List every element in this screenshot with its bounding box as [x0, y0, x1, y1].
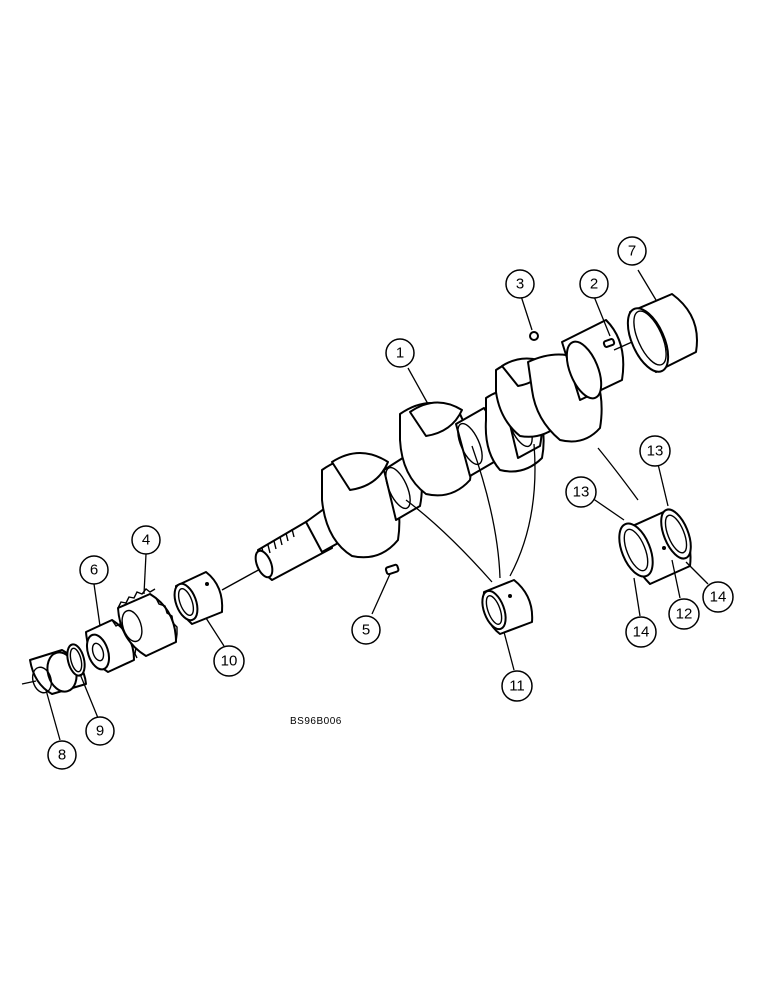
callout-11: 11 — [501, 670, 533, 702]
svg-text:12: 12 — [676, 606, 693, 623]
svg-text:7: 7 — [628, 243, 636, 260]
part-front-key — [384, 563, 400, 576]
svg-text:9: 9 — [96, 723, 104, 740]
callout-5: 5 — [351, 615, 381, 645]
part-crankshaft — [254, 319, 651, 581]
figure-code: BS96B006 — [290, 716, 342, 727]
svg-text:14: 14 — [633, 624, 650, 641]
leader-lines — [45, 269, 709, 741]
callout-2: 2 — [579, 269, 609, 299]
callout-14-left: 14 — [625, 616, 657, 648]
callout-12: 12 — [668, 598, 700, 630]
callout-10: 10 — [213, 645, 245, 677]
svg-text:2: 2 — [590, 276, 598, 293]
callout-13-left: 13 — [565, 476, 597, 508]
callout-9: 9 — [85, 716, 115, 746]
part-snap-ring — [66, 643, 86, 677]
svg-text:8: 8 — [58, 747, 66, 764]
part-large-gear — [117, 588, 178, 657]
callout-1: 1 — [385, 338, 415, 368]
svg-text:13: 13 — [647, 443, 664, 460]
part-main-bearing — [481, 579, 534, 635]
callout-8: 8 — [47, 740, 77, 770]
svg-text:1: 1 — [396, 345, 404, 362]
callout-7: 7 — [617, 236, 647, 266]
svg-text:6: 6 — [90, 562, 98, 579]
svg-text:13: 13 — [573, 484, 590, 501]
callout-13-right: 13 — [639, 435, 671, 467]
callout-14-right: 14 — [702, 581, 734, 613]
callout-6: 6 — [79, 555, 109, 585]
svg-text:3: 3 — [516, 276, 524, 293]
svg-text:11: 11 — [509, 678, 525, 695]
callout-3: 3 — [505, 269, 535, 299]
part-thrust-bearing — [618, 508, 692, 585]
part-small-gear — [85, 619, 138, 673]
svg-text:10: 10 — [221, 653, 238, 670]
part-rear-key — [602, 338, 616, 348]
svg-text:14: 14 — [710, 589, 727, 606]
part-rear-seal-ring — [626, 293, 698, 373]
callout-4: 4 — [131, 525, 161, 555]
part-ball-plug — [529, 331, 539, 341]
part-front-main-bearing — [173, 567, 263, 625]
svg-text:5: 5 — [362, 622, 370, 639]
svg-text:4: 4 — [142, 532, 150, 549]
